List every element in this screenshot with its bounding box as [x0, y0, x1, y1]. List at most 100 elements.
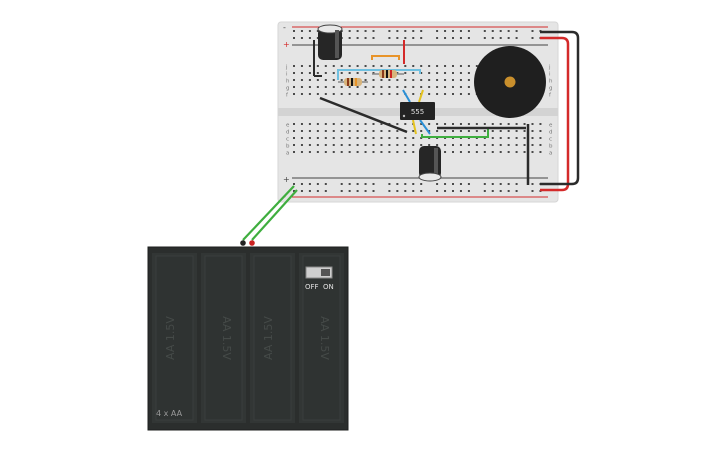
breadboard-hole[interactable]	[436, 123, 439, 125]
breadboard-hole[interactable]	[316, 86, 319, 88]
breadboard-hole[interactable]	[300, 130, 303, 132]
breadboard-hole[interactable]	[340, 151, 343, 153]
rail-hole[interactable]	[483, 190, 486, 192]
rail-hole[interactable]	[340, 30, 343, 32]
breadboard-hole[interactable]	[459, 151, 462, 153]
breadboard-hole[interactable]	[372, 65, 375, 67]
breadboard-hole[interactable]	[523, 130, 526, 132]
rail-hole[interactable]	[364, 30, 367, 32]
breadboard-hole[interactable]	[340, 93, 343, 95]
breadboard-hole[interactable]	[324, 86, 327, 88]
rail-hole[interactable]	[507, 190, 510, 192]
breadboard-hole[interactable]	[459, 86, 462, 88]
breadboard-hole[interactable]	[324, 79, 327, 81]
breadboard-hole[interactable]	[467, 72, 470, 74]
rail-hole[interactable]	[420, 37, 423, 39]
rail-hole[interactable]	[316, 30, 319, 32]
breadboard-hole[interactable]	[515, 123, 518, 125]
breadboard-hole[interactable]	[348, 65, 351, 67]
rail-hole[interactable]	[467, 37, 470, 39]
breadboard-hole[interactable]	[483, 144, 486, 146]
breadboard-hole[interactable]	[412, 72, 415, 74]
breadboard-hole[interactable]	[300, 151, 303, 153]
breadboard-hole[interactable]	[364, 93, 367, 95]
rail-hole[interactable]	[467, 30, 470, 32]
breadboard-hole[interactable]	[388, 65, 391, 67]
wire-black-diagonal[interactable]	[319, 96, 408, 134]
breadboard-hole[interactable]	[459, 130, 462, 132]
breadboard-hole[interactable]	[491, 123, 494, 125]
wire-yellow-bottom[interactable]	[412, 119, 417, 135]
rail-hole[interactable]	[404, 183, 407, 185]
rail-hole[interactable]	[348, 183, 351, 185]
breadboard-hole[interactable]	[539, 130, 542, 132]
breadboard-hole[interactable]	[380, 130, 383, 132]
breadboard-hole[interactable]	[539, 123, 542, 125]
breadboard-hole[interactable]	[420, 65, 423, 67]
breadboard-hole[interactable]	[507, 151, 510, 153]
breadboard-hole[interactable]	[459, 123, 462, 125]
breadboard-hole[interactable]	[308, 130, 311, 132]
rail-hole[interactable]	[467, 183, 470, 185]
breadboard-hole[interactable]	[444, 65, 447, 67]
rail-hole[interactable]	[491, 30, 494, 32]
wire-blue-bottom[interactable]	[419, 119, 431, 135]
breadboard-hole[interactable]	[452, 123, 454, 125]
rail-hole[interactable]	[300, 190, 303, 192]
breadboard-hole[interactable]	[444, 151, 447, 153]
rail-hole[interactable]	[316, 190, 319, 192]
wire-orange-top[interactable]	[371, 55, 400, 60]
breadboard-hole[interactable]	[444, 123, 447, 125]
breadboard-hole[interactable]	[491, 130, 494, 132]
breadboard-hole[interactable]	[332, 86, 335, 88]
breadboard-hole[interactable]	[436, 130, 439, 132]
breadboard-hole[interactable]	[420, 79, 423, 81]
breadboard-hole[interactable]	[316, 79, 319, 81]
breadboard-hole[interactable]	[340, 144, 343, 146]
breadboard-hole[interactable]	[436, 93, 439, 95]
breadboard-hole[interactable]	[356, 144, 359, 146]
rail-hole[interactable]	[396, 37, 399, 39]
rail-hole[interactable]	[459, 183, 462, 185]
breadboard-hole[interactable]	[356, 86, 359, 88]
breadboard-hole[interactable]	[293, 151, 295, 153]
rail-hole[interactable]	[499, 190, 502, 192]
breadboard-hole[interactable]	[308, 137, 311, 139]
breadboard-hole[interactable]	[531, 130, 534, 132]
breadboard-hole[interactable]	[340, 123, 343, 125]
breadboard-hole[interactable]	[340, 72, 343, 74]
breadboard-hole[interactable]	[459, 79, 462, 81]
rail-hole[interactable]	[300, 37, 303, 39]
breadboard-hole[interactable]	[452, 130, 454, 132]
breadboard-hole[interactable]	[372, 93, 375, 95]
rail-hole[interactable]	[412, 183, 415, 185]
breadboard-hole[interactable]	[428, 93, 431, 95]
breadboard-hole[interactable]	[356, 72, 359, 74]
breadboard-hole[interactable]	[300, 144, 303, 146]
rail-hole[interactable]	[356, 30, 359, 32]
breadboard-hole[interactable]	[364, 123, 367, 125]
breadboard-hole[interactable]	[507, 130, 510, 132]
breadboard-hole[interactable]	[507, 137, 510, 139]
breadboard-hole[interactable]	[467, 93, 470, 95]
breadboard-hole[interactable]	[420, 86, 423, 88]
breadboard-hole[interactable]	[404, 123, 407, 125]
breadboard-hole[interactable]	[507, 144, 510, 146]
breadboard-hole[interactable]	[316, 130, 319, 132]
rail-hole[interactable]	[316, 183, 319, 185]
rail-hole[interactable]	[491, 183, 494, 185]
rail-hole[interactable]	[531, 37, 534, 39]
breadboard-hole[interactable]	[396, 86, 399, 88]
rail-hole[interactable]	[436, 37, 439, 39]
breadboard-hole[interactable]	[308, 144, 311, 146]
breadboard-hole[interactable]	[372, 86, 375, 88]
breadboard-hole[interactable]	[452, 86, 454, 88]
breadboard-hole[interactable]	[420, 144, 423, 146]
rail-hole[interactable]	[515, 183, 518, 185]
breadboard-hole[interactable]	[372, 130, 375, 132]
rail-hole[interactable]	[444, 37, 447, 39]
rail-hole[interactable]	[499, 183, 502, 185]
rail-hole[interactable]	[293, 30, 295, 32]
rail-hole[interactable]	[515, 30, 518, 32]
breadboard-hole[interactable]	[444, 93, 447, 95]
